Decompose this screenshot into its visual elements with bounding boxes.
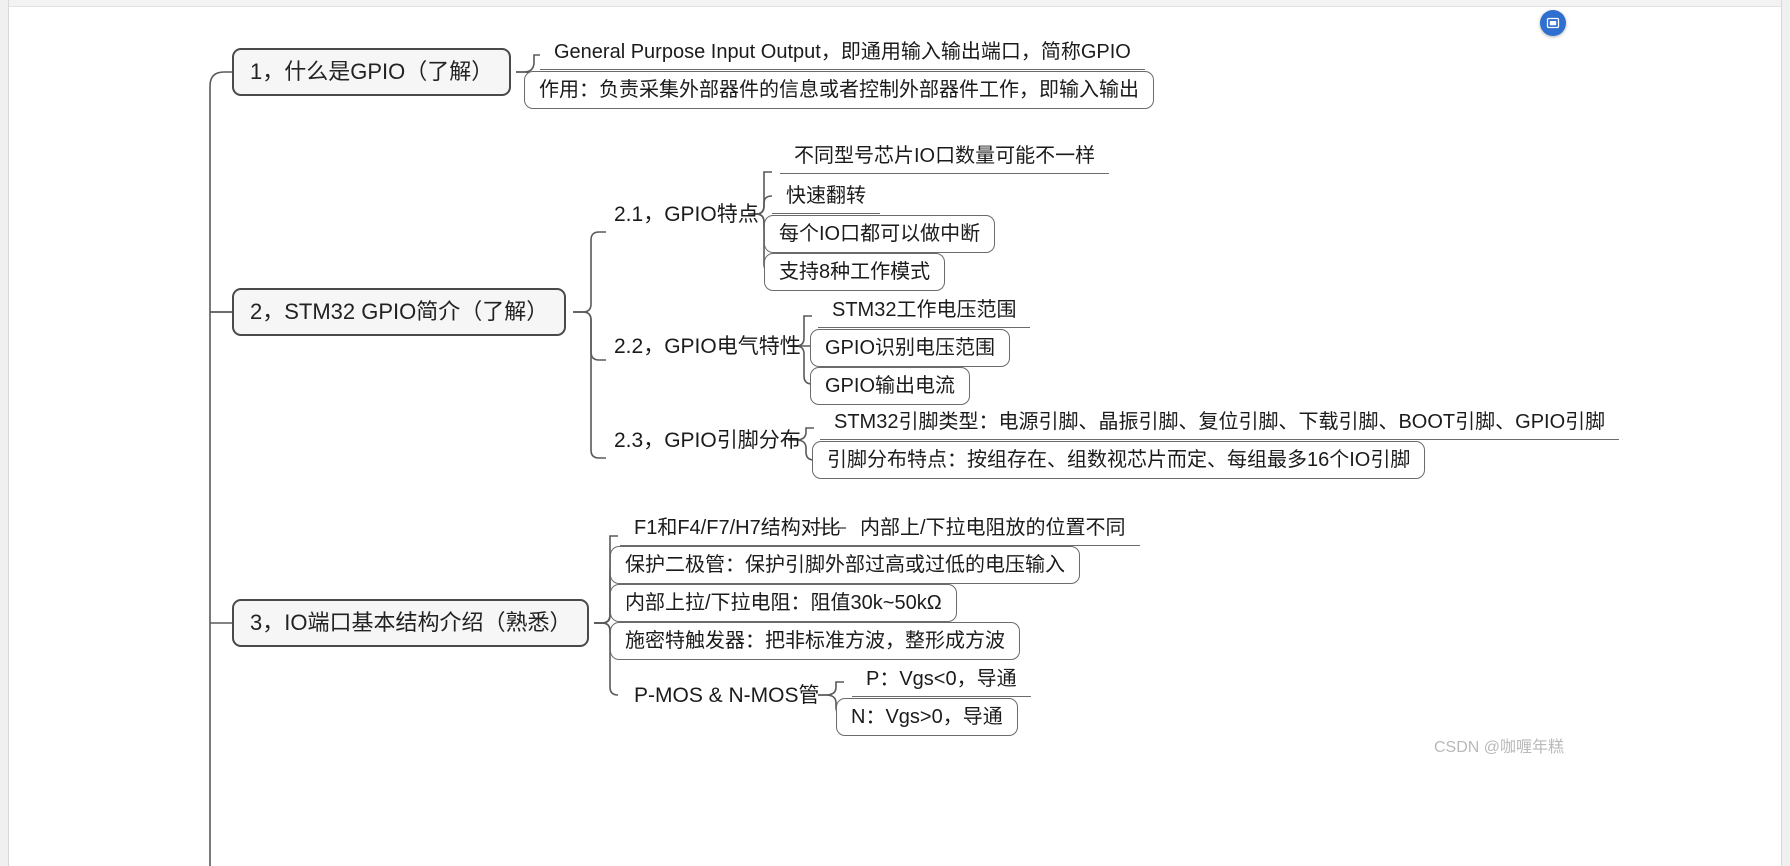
node-gpio-electrical[interactable]: 2.2，GPIO电气特性 (610, 329, 805, 363)
node-label: GPIO输出电流 (825, 375, 956, 397)
node-label: STM32引脚类型：电源引脚、晶振引脚、复位引脚、下载引脚、BOOT引脚、GPI… (834, 410, 1606, 433)
node-nmos-vgs[interactable]: N：Vgs>0，导通 (836, 698, 1018, 736)
node-schmitt-trigger[interactable]: 施密特触发器：把非标准方波，整形成方波 (610, 622, 1020, 660)
node-pmos-vgs[interactable]: P：Vgs<0，导通 (852, 663, 1031, 697)
node-f1-f4-f7-h7-compare[interactable]: F1和F4/F7/H7结构对比 (620, 512, 855, 546)
node-gpio-output-current[interactable]: GPIO输出电流 (810, 367, 971, 405)
node-label: 支持8种工作模式 (779, 261, 931, 283)
node-gpio-features[interactable]: 2.1，GPIO特点 (610, 197, 763, 231)
node-label: General Purpose Input Output，即通用输入输出端口，简… (554, 40, 1131, 63)
node-io-count-varies[interactable]: 不同型号芯片IO口数量可能不一样 (780, 140, 1110, 174)
node-label: 2.2，GPIO电气特性 (614, 334, 801, 358)
node-internal-pull-resistor[interactable]: 内部上拉/下拉电阻：阻值30k~50kΩ (610, 584, 957, 622)
node-protection-diode[interactable]: 保护二极管：保护引脚外部过高或过低的电压输入 (610, 546, 1080, 584)
node-label: 内部上拉/下拉电阻：阻值30k~50kΩ (625, 592, 942, 614)
node-label: P：Vgs<0，导通 (866, 667, 1017, 690)
node-label: 引脚分布特点：按组存在、组数视芯片而定、每组最多16个IO引脚 (827, 449, 1411, 471)
watermark: CSDN @咖喱年糕 (1434, 739, 1565, 756)
node-stm32-gpio-intro[interactable]: 2，STM32 GPIO简介（了解） (232, 288, 567, 336)
node-label: STM32工作电压范围 (832, 298, 1017, 321)
node-label: 不同型号芯片IO口数量可能不一样 (794, 144, 1096, 167)
node-label: 2.1，GPIO特点 (614, 202, 759, 226)
page-left-edge (0, 0, 9, 866)
node-label: 2，STM32 GPIO简介（了解） (250, 299, 549, 324)
node-label: 每个IO口都可以做中断 (779, 223, 981, 245)
node-label: 2.3，GPIO引脚分布 (614, 428, 801, 452)
node-label: 内部上/下拉电阻放的位置不同 (860, 516, 1126, 539)
node-gpio-definition[interactable]: General Purpose Input Output，即通用输入输出端口，简… (540, 36, 1145, 70)
node-gpio-function[interactable]: 作用：负责采集外部器件的信息或者控制外部器件工作，即输入输出 (524, 71, 1154, 109)
node-label: GPIO识别电压范围 (825, 337, 996, 359)
node-label: P-MOS & N-MOS管 (634, 683, 820, 707)
node-stm32-pin-types[interactable]: STM32引脚类型：电源引脚、晶振引脚、复位引脚、下载引脚、BOOT引脚、GPI… (820, 406, 1620, 440)
node-label: 作用：负责采集外部器件的信息或者控制外部器件工作，即输入输出 (539, 79, 1139, 101)
node-gpio-detect-voltage[interactable]: GPIO识别电压范围 (810, 329, 1011, 367)
node-stm32-voltage-range[interactable]: STM32工作电压范围 (818, 294, 1031, 328)
node-pull-resistor-position[interactable]: 内部上/下拉电阻放的位置不同 (846, 512, 1140, 546)
node-label: 保护二极管：保护引脚外部过高或过低的电压输入 (625, 554, 1065, 576)
page-right-edge (1781, 0, 1790, 866)
screenshot-badge-icon[interactable] (1540, 10, 1566, 36)
node-label: 施密特触发器：把非标准方波，整形成方波 (625, 630, 1005, 652)
node-pin-layout-features[interactable]: 引脚分布特点：按组存在、组数视芯片而定、每组最多16个IO引脚 (812, 441, 1426, 479)
node-fast-toggle[interactable]: 快速翻转 (772, 180, 880, 214)
node-label: N：Vgs>0，导通 (851, 706, 1003, 728)
node-gpio-pin-layout[interactable]: 2.3，GPIO引脚分布 (610, 423, 805, 457)
node-io-interrupt[interactable]: 每个IO口都可以做中断 (764, 215, 996, 253)
node-io-port-structure[interactable]: 3，IO端口基本结构介绍（熟悉） (232, 599, 590, 647)
node-label: F1和F4/F7/H7结构对比 (634, 516, 841, 539)
node-eight-modes[interactable]: 支持8种工作模式 (764, 253, 946, 291)
node-label: 3，IO端口基本结构介绍（熟悉） (250, 610, 572, 635)
node-pmos-nmos[interactable]: P-MOS & N-MOS管 (630, 678, 824, 712)
node-what-is-gpio[interactable]: 1，什么是GPIO（了解） (232, 48, 512, 96)
page-top-edge (0, 0, 1790, 7)
node-label: 1，什么是GPIO（了解） (250, 59, 494, 84)
node-label: 快速翻转 (786, 184, 866, 207)
